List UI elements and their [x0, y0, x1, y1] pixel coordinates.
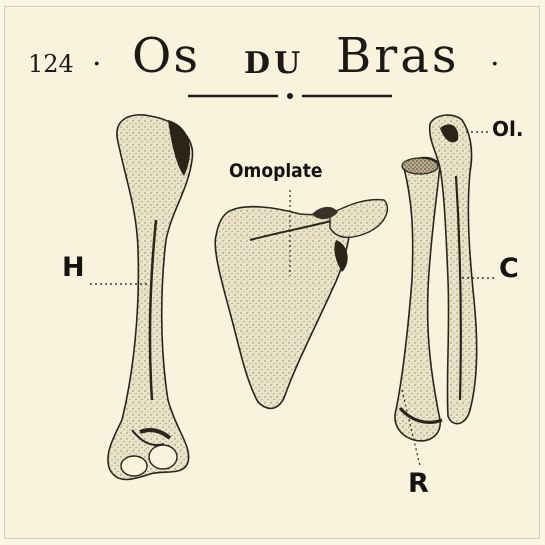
forearm-drawing [395, 115, 477, 466]
title-word-bras: Bras [336, 28, 459, 84]
plate-number: 124 [28, 50, 74, 78]
title-underline [188, 93, 392, 99]
title-separator: . [92, 38, 102, 73]
label-radius: R [408, 468, 429, 499]
humerus-drawing [108, 115, 193, 480]
title-end-dot: . [490, 38, 500, 73]
scapula-drawing [215, 190, 387, 408]
label-ulna: C [499, 253, 519, 284]
plate-title: 124 . Os DU Bras . [0, 22, 545, 82]
label-humerus: H [62, 252, 85, 283]
title-word-os: Os [132, 28, 200, 84]
title-word-du: DU [244, 46, 304, 81]
label-scapula: Omoplate [229, 160, 322, 182]
label-olecranon: Ol. [492, 117, 523, 141]
